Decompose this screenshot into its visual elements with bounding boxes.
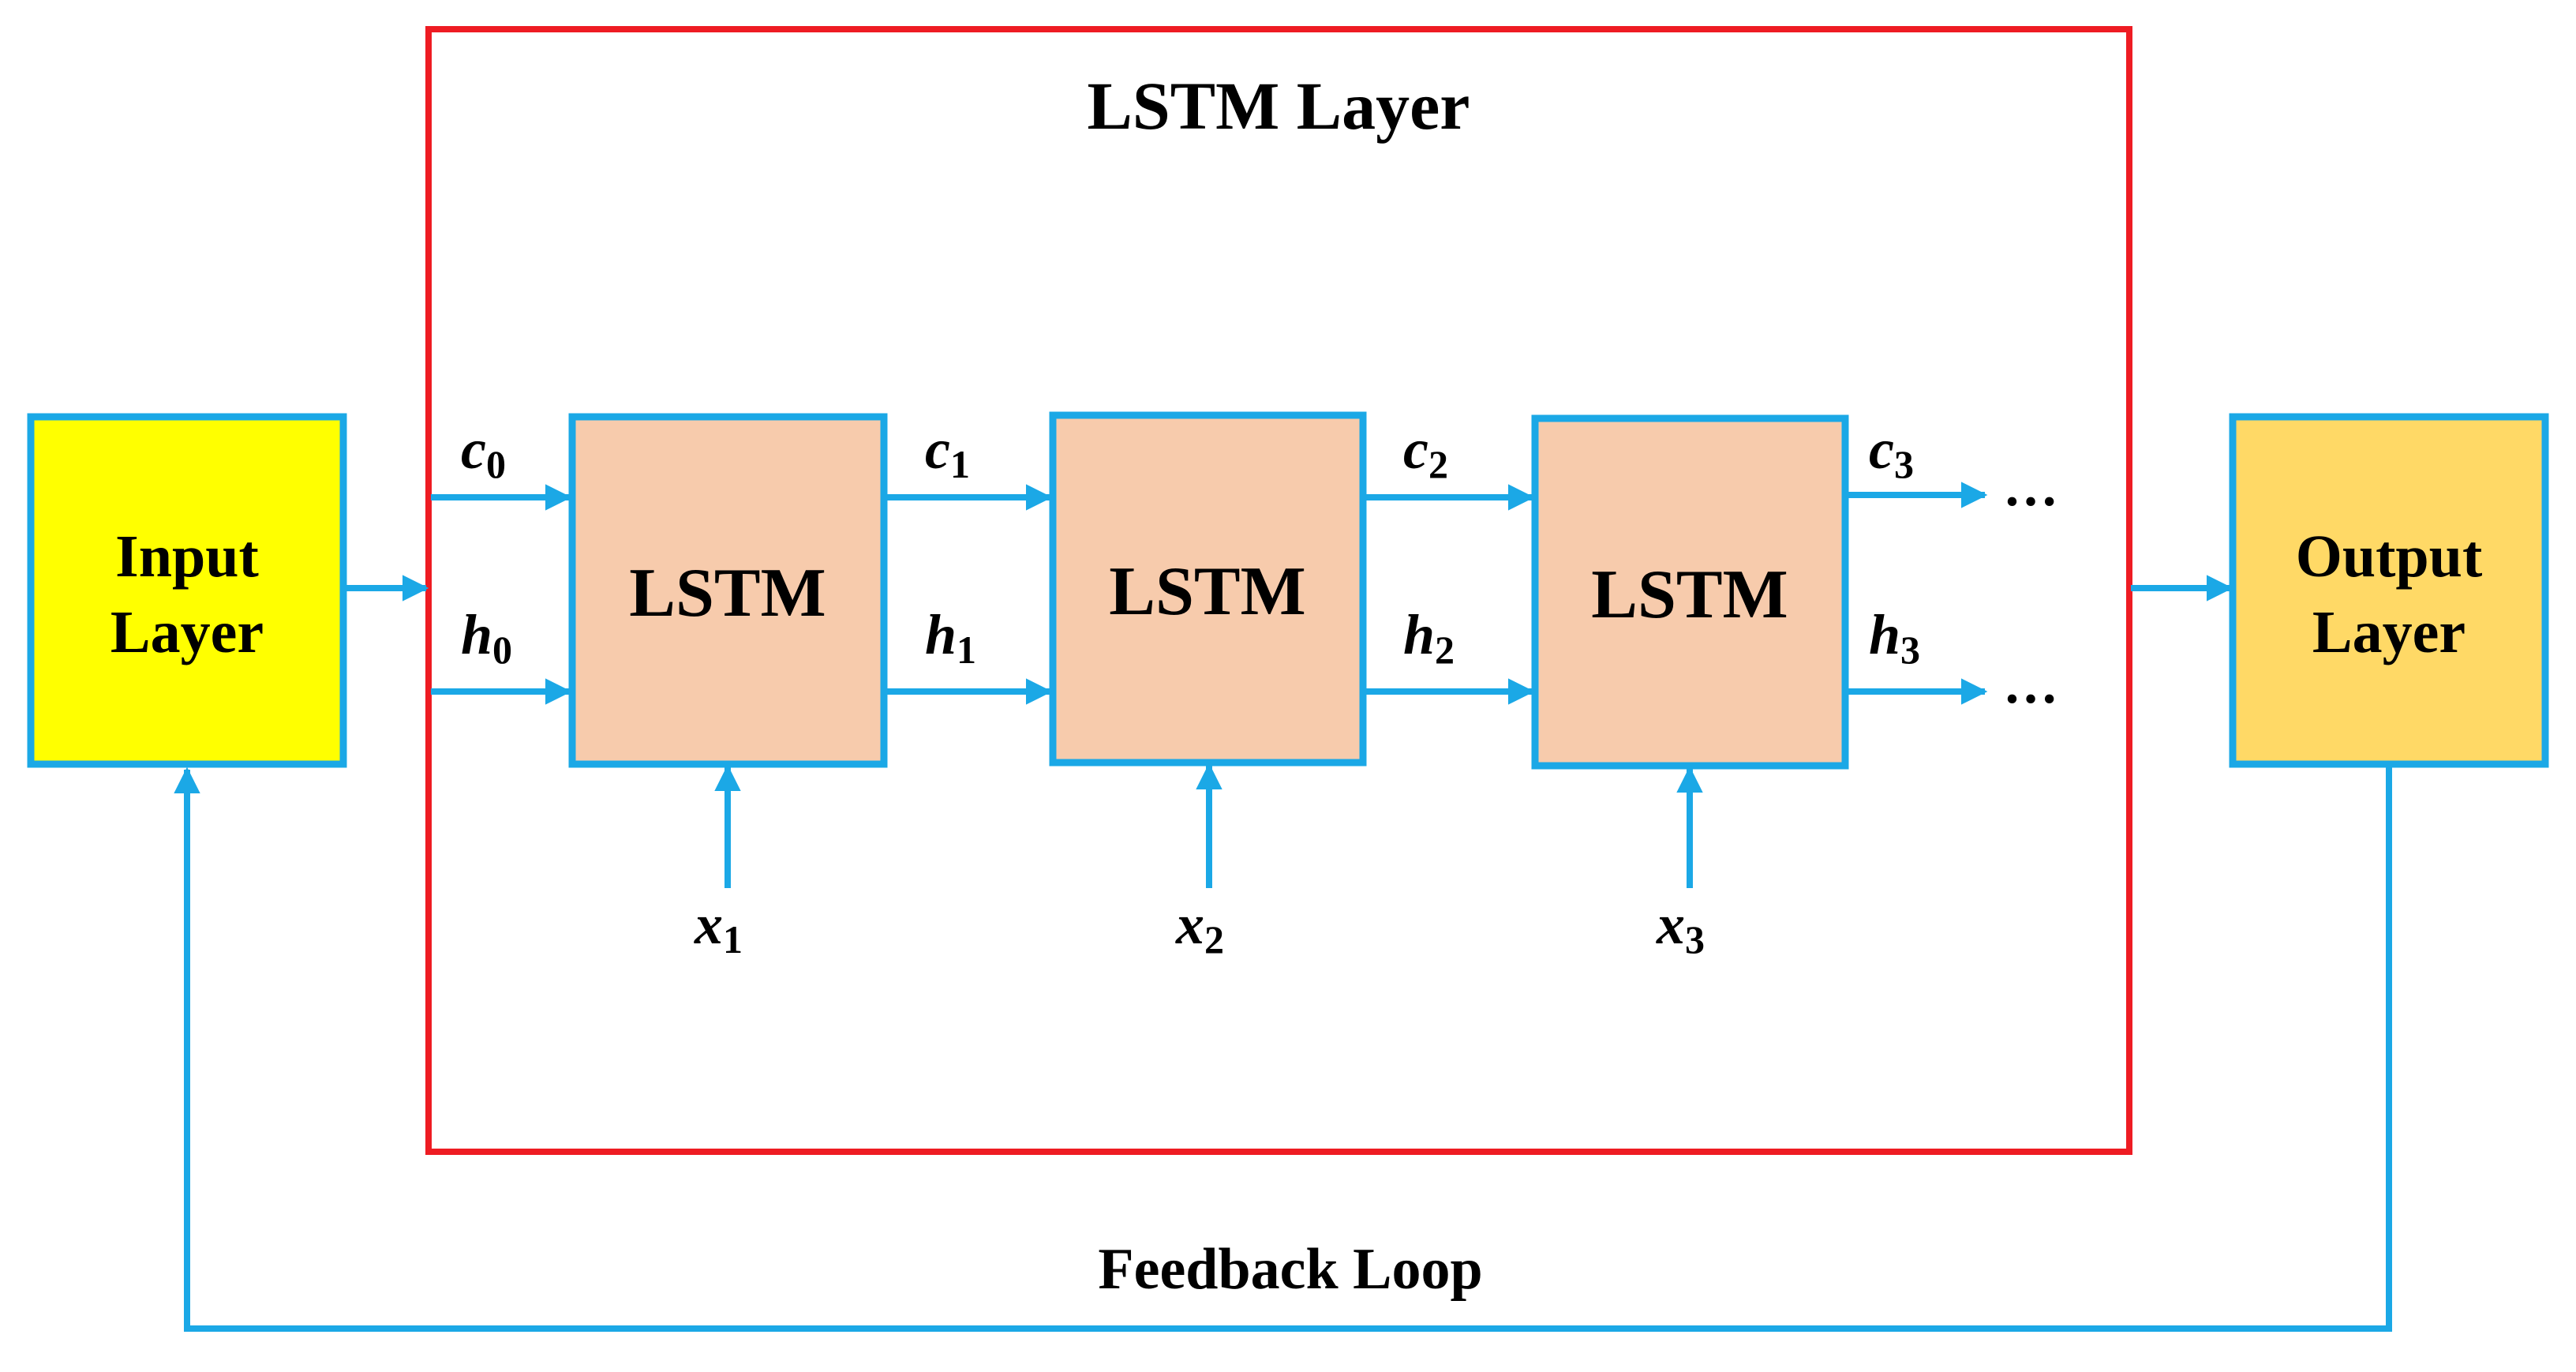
h1-label: h1 xyxy=(925,603,976,672)
input-layer-box xyxy=(27,413,347,768)
feedback-loop-arrow xyxy=(174,766,2392,1332)
input-layer-label-line1: Input xyxy=(115,523,259,590)
h2-label: h2 xyxy=(1403,603,1455,672)
output-layer-label-line2: Layer xyxy=(2312,599,2466,665)
lstm-cell-1-label: LSTM xyxy=(629,555,826,632)
x1-label: x1 xyxy=(694,893,743,962)
x2-label: x2 xyxy=(1175,893,1224,962)
lstm-layer-title: LSTM Layer xyxy=(1088,68,1470,144)
h-continuation-dots: … xyxy=(2003,654,2058,715)
lstm-cell-2 xyxy=(1049,411,1367,767)
c3-label: c3 xyxy=(1869,418,1914,486)
lstm-cell-1 xyxy=(568,413,888,768)
c2-label: c2 xyxy=(1403,418,1448,486)
c1-label: c1 xyxy=(925,418,970,486)
h3-label: h3 xyxy=(1869,603,1920,672)
h0-label: h0 xyxy=(461,603,512,672)
x3-label: x3 xyxy=(1656,893,1705,962)
c-continuation-dots: … xyxy=(2003,457,2058,518)
lstm-cell-2-label: LSTM xyxy=(1109,553,1305,630)
lstm-cell-3-label: LSTM xyxy=(1591,557,1788,633)
output-layer-box xyxy=(2229,413,2549,768)
output-layer-label-line1: Output xyxy=(2296,523,2483,590)
c0-label: c0 xyxy=(461,418,506,486)
lstm-cell-3 xyxy=(1531,414,1849,770)
input-layer-label-line2: Layer xyxy=(110,599,264,665)
feedback-loop-label: Feedback Loop xyxy=(1098,1237,1482,1302)
